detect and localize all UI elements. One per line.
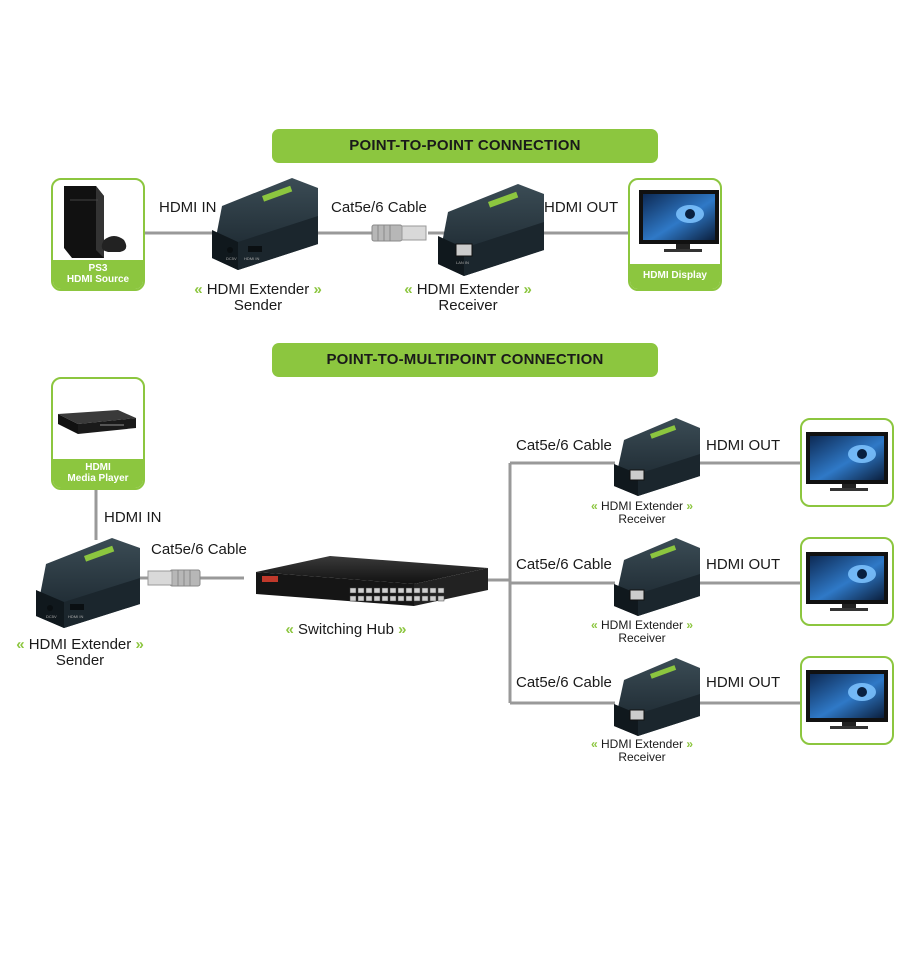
svg-text:HDMI IN: HDMI IN bbox=[68, 614, 83, 619]
hub-port bbox=[357, 587, 365, 594]
branch-2-receiver-label: « HDMI Extender » Receiver bbox=[590, 618, 694, 645]
p2p-display-card-label: HDMI Display bbox=[630, 264, 720, 289]
hub-port bbox=[429, 587, 437, 594]
p2m-rj45-plug bbox=[147, 569, 201, 587]
branch-3-receiver-label: « HDMI Extender » Receiver bbox=[590, 737, 694, 764]
hub-port bbox=[365, 587, 373, 594]
switching-hub-device bbox=[256, 556, 488, 606]
hub-port bbox=[373, 587, 381, 594]
branch-3-cable-label: Cat5e/6 Cable bbox=[516, 674, 612, 691]
p2m-receiver-device-3 bbox=[614, 658, 700, 736]
p2m-source-card-label: HDMI Media Player bbox=[53, 459, 143, 488]
p2m-hdmi-in-label: HDMI IN bbox=[104, 509, 162, 526]
svg-text:DC5V: DC5V bbox=[226, 256, 237, 261]
p2m-display-card-1 bbox=[800, 418, 894, 507]
hub-port bbox=[365, 595, 373, 602]
hub-port bbox=[349, 587, 357, 594]
p2p-display-card: HDMI Display bbox=[628, 178, 722, 291]
hub-port bbox=[397, 595, 405, 602]
p2m-display-card-3 bbox=[800, 656, 894, 745]
branch-3-hdmi-out-label: HDMI OUT bbox=[706, 674, 781, 691]
svg-text:LAN IN: LAN IN bbox=[456, 260, 469, 265]
p2m-sender-device: DC5V HDMI IN bbox=[36, 538, 140, 628]
p2m-sender-label: « HDMI Extender » Sender bbox=[16, 636, 144, 669]
hub-port bbox=[429, 595, 437, 602]
hub-port bbox=[405, 587, 413, 594]
hub-port bbox=[357, 595, 365, 602]
hub-port bbox=[437, 595, 445, 602]
svg-text:HDMI IN: HDMI IN bbox=[244, 256, 259, 261]
banner-point-to-point: POINT-TO-POINT CONNECTION bbox=[272, 129, 658, 163]
p2p-receiver-label: « HDMI Extender » Receiver bbox=[404, 281, 532, 314]
hub-ports bbox=[349, 587, 445, 602]
p2p-hdmi-out-label: HDMI OUT bbox=[544, 199, 619, 216]
hub-port bbox=[437, 587, 445, 594]
p2p-sender-device: HDMI IN DC5V bbox=[212, 178, 318, 270]
p2p-cable-label: Cat5e/6 Cable bbox=[331, 199, 427, 216]
p2p-sender-label: « HDMI Extender » Sender bbox=[194, 281, 322, 314]
hub-port bbox=[349, 595, 357, 602]
svg-text:DC5V: DC5V bbox=[46, 614, 57, 619]
p2p-receiver-device: LAN IN bbox=[438, 184, 544, 276]
hub-port bbox=[421, 587, 429, 594]
p2m-display-card-2 bbox=[800, 537, 894, 626]
branch-1-cable-label: Cat5e/6 Cable bbox=[516, 437, 612, 454]
p2p-rj45-plug bbox=[371, 224, 427, 242]
hub-port bbox=[389, 595, 397, 602]
p2m-source-card: HDMI Media Player bbox=[51, 377, 145, 490]
p2m-cable-label: Cat5e/6 Cable bbox=[151, 541, 247, 558]
banner-point-to-multipoint: POINT-TO-MULTIPOINT CONNECTION bbox=[272, 343, 658, 377]
hub-port bbox=[389, 587, 397, 594]
hub-port bbox=[405, 595, 413, 602]
branch-2-cable-label: Cat5e/6 Cable bbox=[516, 556, 612, 573]
p2p-hdmi-in-label: HDMI IN bbox=[159, 199, 217, 216]
branch-1-hdmi-out-label: HDMI OUT bbox=[706, 437, 781, 454]
hub-port bbox=[413, 595, 421, 602]
hub-port bbox=[381, 595, 389, 602]
hub-port bbox=[381, 587, 389, 594]
p2m-receiver-device-2 bbox=[614, 538, 700, 616]
p2p-source-card: PS3 HDMI Source bbox=[51, 178, 145, 291]
hub-port bbox=[413, 587, 421, 594]
p2m-hub-label: « Switching Hub » bbox=[285, 621, 407, 638]
branch-2-hdmi-out-label: HDMI OUT bbox=[706, 556, 781, 573]
p2m-receiver-device-1 bbox=[614, 418, 700, 496]
p2p-source-card-label: PS3 HDMI Source bbox=[53, 260, 143, 289]
hub-port bbox=[373, 595, 381, 602]
hub-port bbox=[397, 587, 405, 594]
branch-1-receiver-label: « HDMI Extender » Receiver bbox=[590, 499, 694, 526]
hub-port bbox=[421, 595, 429, 602]
